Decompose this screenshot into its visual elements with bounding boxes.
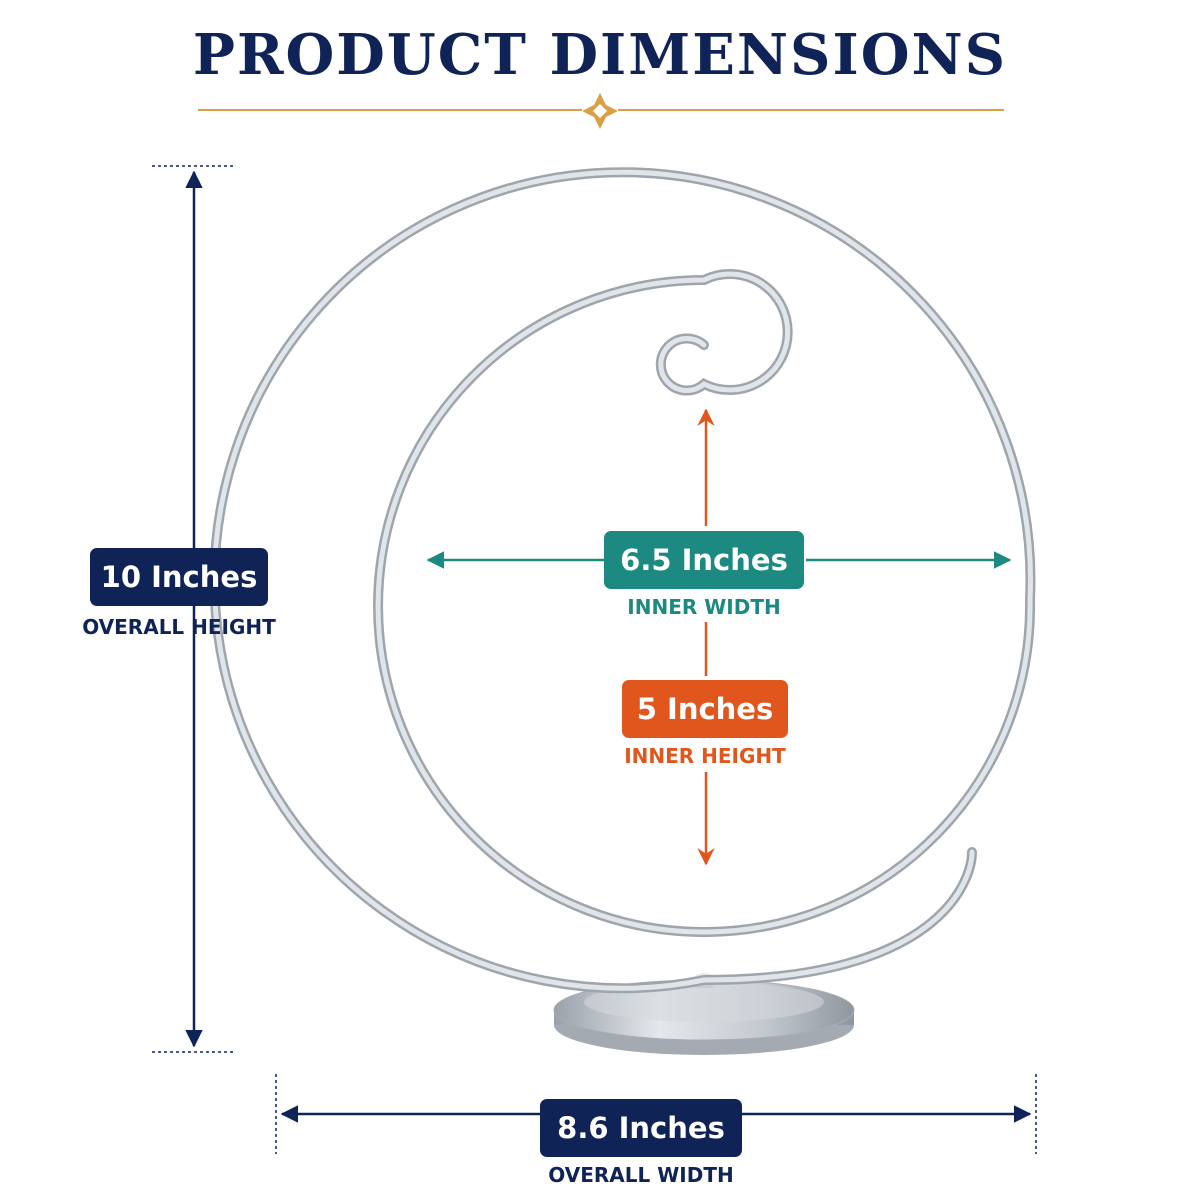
inner-width-badge: 6.5 Inches [604, 531, 804, 589]
overall-height-badge: 10 Inches [90, 548, 268, 606]
overall-height-label: OVERALL HEIGHT [82, 615, 276, 639]
page-title: PRODUCT DIMENSIONS [192, 22, 1008, 88]
diamond-ornament-icon [582, 93, 618, 129]
spiral-stand [209, 167, 1036, 1055]
inner-height-label: INNER HEIGHT [624, 744, 786, 768]
title-divider [198, 93, 1004, 129]
overall-width-dimension [275, 1074, 1037, 1154]
stand-wire [211, 169, 1033, 991]
inner-width-label: INNER WIDTH [627, 595, 781, 619]
overall-height-dimension [152, 165, 236, 1053]
overall-width-label: OVERALL WIDTH [548, 1163, 734, 1187]
inner-height-badge: 5 Inches [622, 680, 788, 738]
overall-width-badge: 8.6 Inches [540, 1099, 742, 1157]
